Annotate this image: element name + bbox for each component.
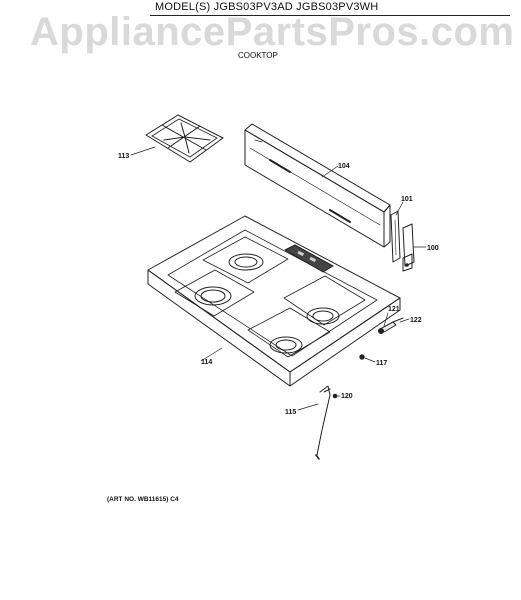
leader-101 [395, 201, 404, 216]
leader-121 [383, 312, 389, 327]
leader-104 [321, 165, 339, 178]
callout-115: 115 [285, 409, 296, 416]
igniter-electrode[interactable] [378, 317, 404, 334]
header-rule [150, 15, 510, 16]
model-numbers: MODEL(S) JGBS03PV3AD JGBS03PV3WH [155, 1, 379, 13]
backsplash-panel[interactable] [244, 123, 391, 248]
side-bracket[interactable] [402, 223, 415, 272]
mounting-screw[interactable] [359, 354, 365, 360]
callout-101: 101 [401, 196, 413, 203]
leader-122 [399, 318, 410, 323]
burner-grate[interactable] [145, 114, 224, 163]
gas-tube[interactable] [315, 385, 338, 460]
callout-113: 113 [118, 153, 129, 160]
callout-114: 114 [201, 359, 212, 366]
watermark-logo: AppliancePartsPros.com [30, 10, 515, 54]
diagram-header: MODEL(S) JGBS03PV3AD JGBS03PV3WH Applian… [0, 0, 521, 60]
callout-122: 122 [410, 317, 422, 324]
callout-121: 121 [388, 306, 400, 313]
section-title: COOKTOP [238, 51, 278, 60]
cooktop-main-top[interactable] [147, 215, 401, 387]
callout-120: 120 [341, 393, 353, 400]
callout-100: 100 [427, 245, 439, 252]
leader-115 [297, 403, 319, 411]
leader-113 [130, 146, 156, 156]
end-cap[interactable] [390, 210, 401, 263]
leader-117 [364, 357, 376, 363]
leader-114 [200, 347, 223, 362]
callout-117: 117 [376, 360, 387, 367]
callout-104: 104 [338, 163, 350, 170]
art-number: (ART NO. WB11615) C4 [107, 496, 179, 503]
